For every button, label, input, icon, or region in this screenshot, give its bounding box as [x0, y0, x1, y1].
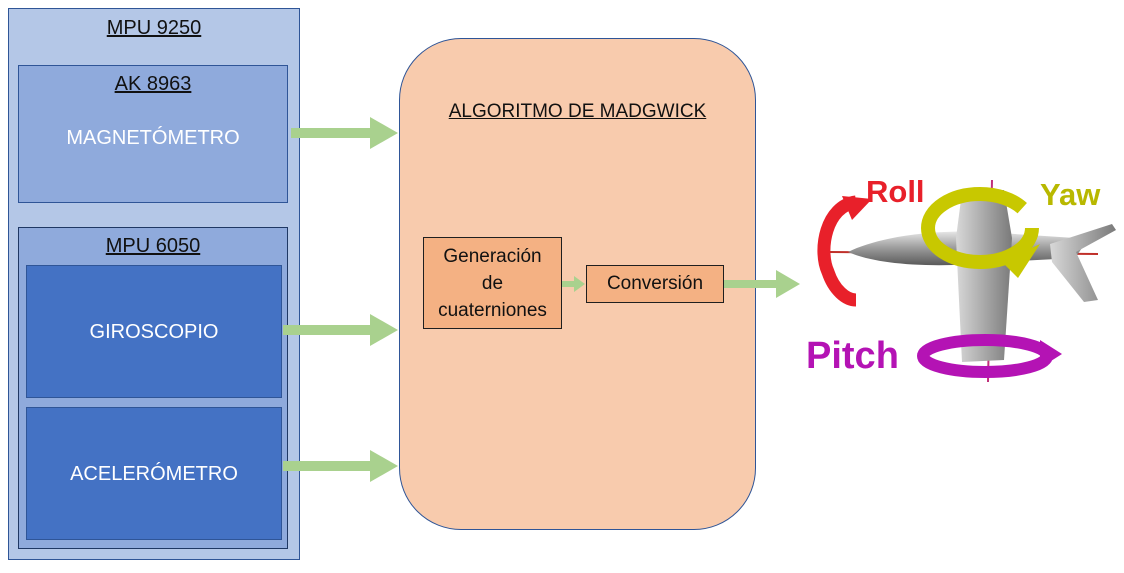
- ak8963-title: AK 8963: [114, 73, 192, 95]
- madgwick-title: ALGORITMO DE MADGWICK: [448, 101, 707, 122]
- ak8963-block: AK 8963 MAGNETÓMETRO: [18, 65, 288, 203]
- magnetometer-label: MAGNETÓMETRO: [66, 127, 240, 149]
- gyroscope-block: GIROSCOPIO: [26, 265, 282, 398]
- pitch-label: Pitch: [806, 335, 899, 377]
- conversion-label: Conversión: [606, 273, 704, 294]
- gyroscope-label: GIROSCOPIO: [89, 321, 219, 343]
- mpu6050-title: MPU 6050: [105, 235, 201, 257]
- aircraft-orientation-icon: [817, 179, 1116, 383]
- yaw-label: Yaw: [1040, 177, 1101, 212]
- arrow-magnetometer: [291, 117, 398, 149]
- quaternion-generation-block: Generación de cuaterniones: [423, 237, 562, 329]
- quaternion-line-2: de: [481, 273, 504, 294]
- quaternion-line-1: Generación: [443, 246, 542, 267]
- arrow-conversion-to-output: [724, 270, 800, 298]
- quaternion-line-3: cuaterniones: [438, 300, 547, 321]
- roll-label: Roll: [866, 174, 925, 209]
- arrow-quaternion-to-conversion: [562, 276, 585, 292]
- accelerometer-label: ACELERÓMETRO: [70, 463, 238, 485]
- arrow-gyroscope: [283, 314, 398, 346]
- conversion-block: Conversión: [586, 265, 724, 303]
- accelerometer-block: ACELERÓMETRO: [26, 407, 282, 540]
- mpu9250-title: MPU 9250: [106, 17, 202, 39]
- arrow-accelerometer: [283, 450, 398, 482]
